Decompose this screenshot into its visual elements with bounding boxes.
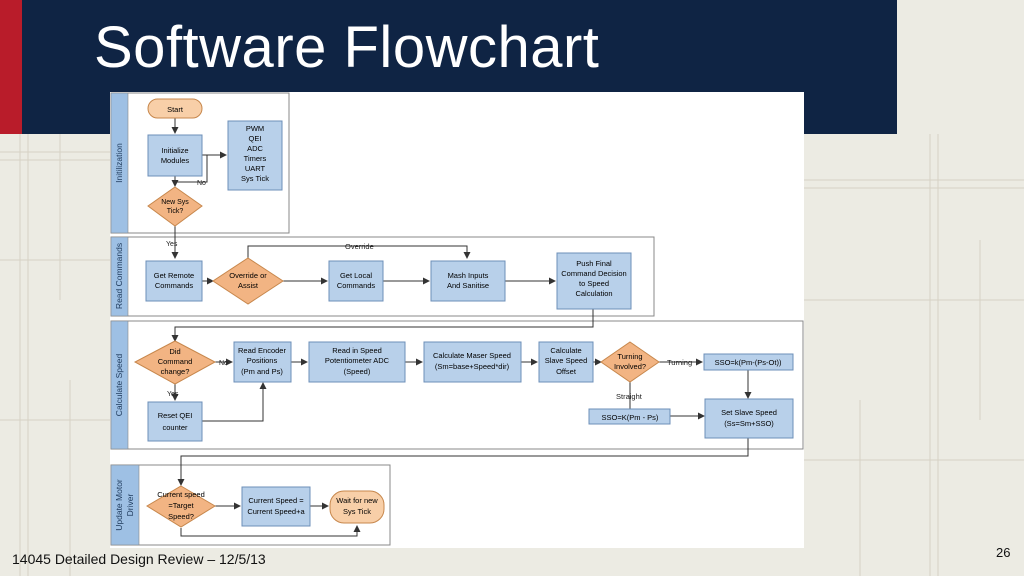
- svg-text:to Speed: to Speed: [579, 279, 609, 288]
- edge-label-turning: Turning: [667, 358, 692, 367]
- svg-text:Mash Inputs: Mash Inputs: [448, 271, 489, 280]
- svg-text:Current Speed =: Current Speed =: [248, 496, 304, 505]
- svg-text:Commands: Commands: [337, 281, 376, 290]
- edge-label-no-command: No: [219, 360, 228, 367]
- lane-read-commands: Read Commands: [110, 236, 655, 317]
- svg-text:Assist: Assist: [238, 281, 259, 290]
- node-calc-slave-offset: Calculate Slave Speed Offset: [538, 341, 594, 383]
- svg-text:Tick?: Tick?: [167, 208, 184, 215]
- svg-text:Involved?: Involved?: [614, 362, 646, 371]
- edge-label-yes-systick: Yes: [166, 241, 178, 248]
- node-sso-turning: SSO=k(Pm-(Ps-Ot)): [703, 353, 794, 371]
- svg-text:Initialize: Initialize: [161, 146, 188, 155]
- lane-update-motor: Update Motor Driver: [110, 464, 391, 546]
- node-get-local-commands: Get Local Commands: [328, 260, 384, 302]
- node-get-remote-commands: Get Remote Commands: [145, 260, 203, 302]
- svg-text:Sys Tick: Sys Tick: [343, 507, 371, 516]
- accent-red-bar: [0, 0, 22, 134]
- svg-text:(Sm=base+Speed*dir): (Sm=base+Speed*dir): [435, 362, 510, 371]
- svg-text:Sys Tick: Sys Tick: [241, 174, 269, 183]
- svg-text:Wait for new: Wait for new: [336, 496, 378, 505]
- svg-text:Command: Command: [158, 357, 193, 366]
- edge-label-override: Override: [345, 242, 374, 251]
- lane-initialization: Initilization: [110, 92, 290, 234]
- svg-text:Current speed: Current speed: [157, 490, 205, 499]
- footer-text: 14045 Detailed Design Review – 12/5/13: [12, 551, 266, 567]
- slide-title: Software Flowchart: [94, 15, 600, 80]
- lane-label-update-motor-2: Driver: [125, 494, 135, 517]
- svg-text:Timers: Timers: [244, 154, 267, 163]
- node-start: Start: [147, 98, 203, 119]
- svg-text:Push Final: Push Final: [576, 259, 612, 268]
- edge-label-yes-command: Yes: [167, 391, 179, 398]
- svg-text:PWM: PWM: [246, 124, 264, 133]
- svg-text:Current Speed+a: Current Speed+a: [247, 507, 305, 516]
- svg-text:Offset: Offset: [556, 367, 577, 376]
- svg-text:Calculate Maser Speed: Calculate Maser Speed: [433, 351, 511, 360]
- node-wait-sys-tick: Wait for new Sys Tick: [329, 490, 385, 524]
- svg-text:Calculate: Calculate: [550, 346, 581, 355]
- lane-label-read-commands: Read Commands: [114, 243, 124, 309]
- node-read-encoder: Read Encoder Positions (Pm and Ps): [233, 341, 292, 383]
- svg-text:Reset QEI: Reset QEI: [158, 411, 193, 420]
- svg-text:Did: Did: [169, 347, 180, 356]
- svg-text:Commands: Commands: [155, 281, 194, 290]
- node-initialize-modules: Initialize Modules: [147, 134, 203, 177]
- svg-text:Speed?: Speed?: [168, 512, 194, 521]
- lane-label-initialization: Initilization: [114, 143, 124, 183]
- lane-label-update-motor-1: Update Motor: [114, 479, 124, 531]
- node-push-final-command: Push Final Command Decision to Speed Cal…: [556, 252, 632, 310]
- node-did-command-change: Did Command change?: [133, 340, 217, 385]
- svg-text:change?: change?: [161, 367, 190, 376]
- svg-text:Override or: Override or: [229, 271, 267, 280]
- svg-text:And Sanitise: And Sanitise: [447, 281, 489, 290]
- svg-text:New Sys: New Sys: [161, 199, 189, 206]
- node-turning-involved: Turning Involved?: [600, 341, 660, 383]
- svg-text:SSO=K(Pm - Ps): SSO=K(Pm - Ps): [602, 413, 659, 422]
- node-mash-inputs: Mash Inputs And Sanitise: [430, 260, 506, 302]
- svg-text:Potentiometer ADC: Potentiometer ADC: [325, 356, 390, 365]
- node-calc-master-speed: Calculate Maser Speed (Sm=base+Speed*dir…: [423, 341, 522, 383]
- lane-label-calculate-speed: Calculate Speed: [114, 354, 124, 417]
- svg-text:Read Encoder: Read Encoder: [238, 346, 286, 355]
- svg-text:Modules: Modules: [161, 156, 190, 165]
- node-new-sys-tick: New Sys Tick?: [147, 186, 203, 227]
- svg-text:Get Remote: Get Remote: [154, 271, 194, 280]
- svg-text:Calculation: Calculation: [575, 289, 612, 298]
- svg-text:Positions: Positions: [247, 356, 278, 365]
- svg-text:SSO=k(Pm-(Ps-Ot)): SSO=k(Pm-(Ps-Ot)): [715, 358, 782, 367]
- connectors: [171, 118, 752, 537]
- svg-text:Set Slave Speed: Set Slave Speed: [721, 408, 777, 417]
- svg-text:=Target: =Target: [168, 501, 194, 510]
- svg-text:(Pm and Ps): (Pm and Ps): [241, 367, 283, 376]
- node-sso-straight: SSO=K(Pm - Ps): [588, 408, 671, 425]
- svg-text:counter: counter: [162, 423, 188, 432]
- edge-label-straight: Straight: [616, 392, 643, 401]
- svg-text:QEI: QEI: [249, 134, 262, 143]
- svg-text:Get Local: Get Local: [340, 271, 372, 280]
- edge-label-no-systick: No: [197, 180, 206, 187]
- node-reset-qei: Reset QEI counter: [147, 401, 203, 442]
- svg-text:Start: Start: [167, 105, 184, 114]
- flowchart-canvas: [110, 92, 804, 548]
- svg-text:ADC: ADC: [247, 144, 263, 153]
- svg-text:(Ss=Sm+SSO): (Ss=Sm+SSO): [724, 419, 774, 428]
- node-modules-list: PWM QEI ADC Timers UART Sys Tick: [227, 120, 283, 191]
- page-number: 26: [996, 545, 1011, 560]
- node-override-or-assist: Override or Assist: [212, 257, 284, 305]
- lane-calculate-speed: Calculate Speed: [110, 320, 804, 450]
- node-current-equals-target: Current speed =Target Speed?: [146, 485, 216, 528]
- svg-text:UART: UART: [245, 164, 266, 173]
- node-read-speed-pot: Read in Speed Potentiometer ADC (Speed): [308, 341, 406, 383]
- svg-text:Turning: Turning: [617, 352, 642, 361]
- svg-text:Command Decision: Command Decision: [561, 269, 626, 278]
- svg-text:Slave Speed: Slave Speed: [545, 356, 588, 365]
- node-current-speed-update: Current Speed = Current Speed+a: [241, 486, 311, 527]
- svg-text:(Speed): (Speed): [344, 367, 371, 376]
- node-set-slave-speed: Set Slave Speed (Ss=Sm+SSO): [704, 398, 794, 439]
- svg-text:Read in Speed: Read in Speed: [332, 346, 382, 355]
